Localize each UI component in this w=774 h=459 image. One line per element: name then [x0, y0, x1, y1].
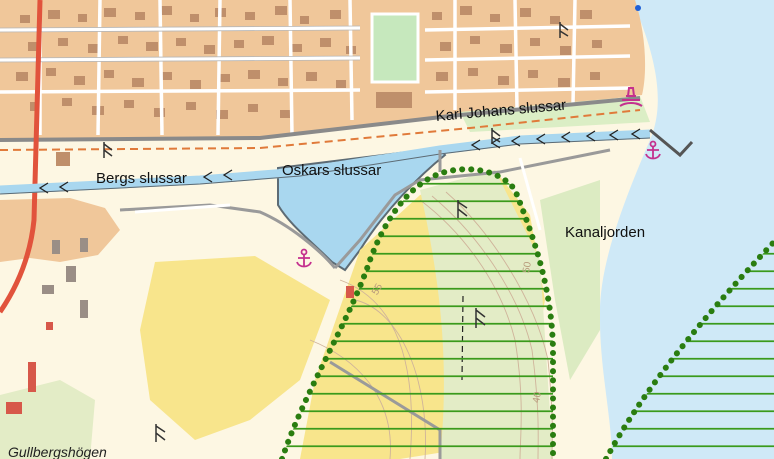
label-gullbergshogen: Gullbergshögen — [8, 444, 107, 459]
walking-trail — [0, 109, 641, 151]
railway-line — [0, 96, 641, 142]
sports-field — [370, 12, 420, 84]
residential-roads — [0, 0, 631, 136]
canal-waterway — [0, 129, 651, 195]
buildings — [16, 6, 602, 166]
minor-roads — [134, 157, 542, 231]
forest-area-east — [540, 180, 600, 380]
viewpoint-icons — [103, 22, 569, 442]
anchor-icon-basin — [296, 248, 312, 268]
forest-area-west — [0, 380, 95, 459]
jetty — [649, 128, 694, 158]
contour-label-40: 40 — [531, 391, 544, 404]
canal-edge — [0, 137, 651, 195]
park-strip — [460, 96, 650, 132]
contour-label-50: 50 — [521, 261, 534, 274]
farm-field — [140, 256, 330, 440]
label-bergs-slussar: Bergs slussar — [96, 170, 187, 187]
anchor-icon-harbour — [645, 140, 661, 160]
label-kanaljorden: Kanaljorden — [565, 224, 646, 241]
residential-road-borders — [0, 25, 361, 63]
lighthouse-icon — [619, 87, 643, 107]
main-road — [0, 0, 43, 314]
southwest-buildings — [6, 238, 354, 414]
protected-area-border-east — [603, 239, 774, 459]
canal-basin — [277, 146, 447, 272]
marker-dot — [635, 5, 641, 11]
protected-area-border — [279, 166, 556, 459]
label-oskars-slussar: Oskars slussar — [282, 162, 382, 179]
